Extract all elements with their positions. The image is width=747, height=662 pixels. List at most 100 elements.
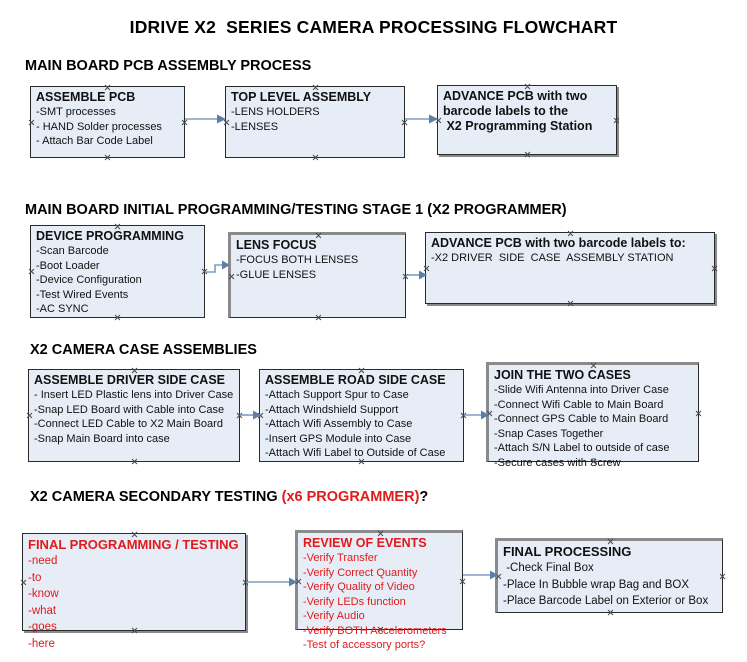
connection-handle-right (695, 410, 702, 417)
box-final-processing[interactable]: FINAL PROCESSING -Check Final Box -Place… (495, 538, 723, 613)
box-assemble-road-side-case[interactable]: ASSEMBLE ROAD SIDE CASE -Attach Support … (259, 369, 464, 462)
box-item: -Connect LED Cable to X2 Main Board (34, 418, 223, 430)
box-item: -Attach Wifi Assembly to Case (265, 418, 413, 430)
connection-handle-left (295, 578, 302, 585)
connection-handle-bottom (607, 609, 614, 616)
connection-handle-right (242, 579, 249, 586)
connection-handle-left (257, 412, 264, 419)
connection-handle-bottom (315, 314, 322, 321)
arrow-top-level-assembly-to-advance-pcb (405, 114, 438, 124)
connection-handle-left (423, 265, 430, 272)
box-item: -Attach Windshield Support (265, 403, 399, 416)
connection-handle-left (228, 273, 235, 280)
box-top-level-assembly[interactable]: TOP LEVEL ASSEMBLY -LENS HOLDERS -LENSES (225, 86, 405, 158)
box-item-overflow: -Test of accessory ports? (303, 639, 426, 651)
box-header: REVIEW OF EVENTS (303, 536, 427, 550)
connection-handle-right (402, 273, 409, 280)
section-heading-main-board-initial-programming-testing-stage-1: MAIN BOARD INITIAL PROGRAMMING/TESTING S… (25, 202, 567, 218)
box-item: -LENS HOLDERS (231, 106, 320, 118)
connection-handle-bottom (312, 154, 319, 161)
connection-handle-left (495, 573, 502, 580)
box-item: - Insert LED Plastic lens into Driver Ca… (34, 389, 234, 401)
box-item: -SMT processes (36, 106, 116, 118)
box-join-the-two-cases[interactable]: JOIN THE TWO CASES -Slide Wifi Antenna i… (486, 362, 702, 469)
box-header: FINAL PROCESSING (503, 544, 632, 559)
box-item: -goes (28, 621, 57, 633)
box-item: -Verify Audio (303, 610, 365, 622)
connection-handle-left (20, 579, 27, 586)
connection-handle-right (201, 268, 208, 275)
box-device-programming[interactable]: DEVICE PROGRAMMING -Scan Barcode -Boot L… (30, 225, 205, 318)
connection-handle-right (459, 578, 466, 585)
box-item: -Place In Bubble wrap Bag and BOX (503, 578, 690, 591)
section-heading-x2-camera-case-assemblies: X2 CAMERA CASE ASSEMBLIES (30, 342, 257, 358)
box-item: - Attach Bar Code Label (36, 135, 153, 147)
section-heading-tail: ? (419, 489, 429, 505)
box-item: -Verify Correct Quantity (303, 566, 418, 579)
connection-handle-right (236, 412, 243, 419)
box-item: -Verify BOTH Accelerometers (303, 624, 447, 637)
box-item: -Insert GPS Module into Case (265, 432, 412, 445)
box-assemble-pcb[interactable]: ASSEMBLE PCB -SMT processes - HAND Solde… (30, 86, 185, 158)
box-item: -GLUE LENSES (236, 268, 317, 281)
connection-handle-right (401, 119, 408, 126)
box-header: TOP LEVEL ASSEMBLY (231, 90, 372, 104)
box-item: -Snap Main Board into case (34, 432, 170, 445)
section-heading-accent: (x6 PROGRAMMER) (281, 489, 420, 505)
arrow-assemble-pcb-to-top-level-assembly (185, 114, 226, 124)
box-item: -Test Wired Events (36, 288, 129, 301)
box-item: -Snap LED Board with Cable into Case (34, 403, 225, 416)
connection-handle-left (28, 119, 35, 126)
box-item: -Verify LEDs function (303, 595, 406, 608)
box-item: -to (28, 571, 42, 584)
box-item: -Slide Wifi Antenna into Driver Case (494, 384, 669, 396)
box-item: -Connect GPS Cable to Main Board (494, 413, 669, 425)
box-header: FINAL PROGRAMMING / TESTING (28, 537, 239, 552)
arrow-review-of-events-to-final-processing (463, 570, 498, 580)
box-header: ASSEMBLE ROAD SIDE CASE (265, 373, 446, 387)
box-item: -AC SYNC (36, 303, 89, 315)
connection-handle-right (613, 117, 620, 124)
box-item: -Check Final Box (503, 562, 594, 574)
box-item: -X2 DRIVER SIDE CASE ASSEMBLY STATION (431, 252, 674, 264)
box-item: -Connect Wifi Cable to Main Board (494, 398, 664, 411)
box-advance-pcb-to-x2-programming-station[interactable]: ADVANCE PCB with two barcode labels to t… (437, 85, 617, 155)
box-header: LENS FOCUS (236, 238, 317, 252)
box-header: ASSEMBLE PCB (36, 90, 136, 104)
connection-handle-right (719, 573, 726, 580)
box-item: -need (28, 555, 58, 567)
box-advance-pcb-to-driver-side-case-assembly-station[interactable]: ADVANCE PCB with two barcode labels to: … (425, 232, 715, 304)
connection-handle-left (435, 117, 442, 124)
box-lens-focus[interactable]: LENS FOCUS -FOCUS BOTH LENSES -GLUE LENS… (228, 232, 406, 318)
box-item: -Attach Support Spur to Case (265, 389, 409, 401)
box-item: -Place Barcode Label on Exterior or Box (503, 595, 709, 607)
box-item: -Verify Transfer (303, 552, 378, 564)
section-heading-x2-camera-secondary-testing: X2 CAMERA SECONDARY TESTING (x6 PROGRAMM… (30, 489, 428, 505)
connection-handle-bottom (131, 458, 138, 465)
box-item: -know (28, 588, 59, 600)
box-item: -Boot Loader (36, 259, 100, 272)
box-item: -Snap Cases Together (494, 427, 604, 440)
box-item: -Device Configuration (36, 274, 142, 286)
box-header: ADVANCE PCB with two barcode labels to t… (443, 89, 593, 133)
box-final-programming-testing[interactable]: FINAL PROGRAMMING / TESTING -need -to -k… (20, 533, 249, 650)
connection-handle-right (181, 119, 188, 126)
connection-handle-bottom (524, 151, 531, 158)
page-title: IDRIVE X2 SERIES CAMERA PROCESSING FLOWC… (129, 17, 618, 37)
box-item: -here (28, 637, 55, 650)
box-review-of-events[interactable]: REVIEW OF EVENTS -Verify Transfer -Verif… (295, 530, 466, 651)
arrow-final-programming-to-review-of-events (246, 577, 297, 587)
connection-handle-bottom (104, 154, 111, 161)
connection-handle-left (26, 412, 33, 419)
box-header: ADVANCE PCB with two barcode labels to: (431, 236, 686, 250)
box-item: -Verify Quality of Video (303, 581, 415, 593)
connection-handle-left (28, 268, 35, 275)
box-item: -LENSES (231, 120, 279, 133)
box-assemble-driver-side-case[interactable]: ASSEMBLE DRIVER SIDE CASE - Insert LED P… (28, 369, 240, 462)
box-header: JOIN THE TWO CASES (494, 368, 631, 382)
box-header: DEVICE PROGRAMMING (36, 229, 184, 243)
connection-handle-left (486, 410, 493, 417)
connection-handle-bottom (567, 300, 574, 307)
box-item: -what (28, 604, 57, 617)
box-item: -Scan Barcode (36, 245, 109, 257)
